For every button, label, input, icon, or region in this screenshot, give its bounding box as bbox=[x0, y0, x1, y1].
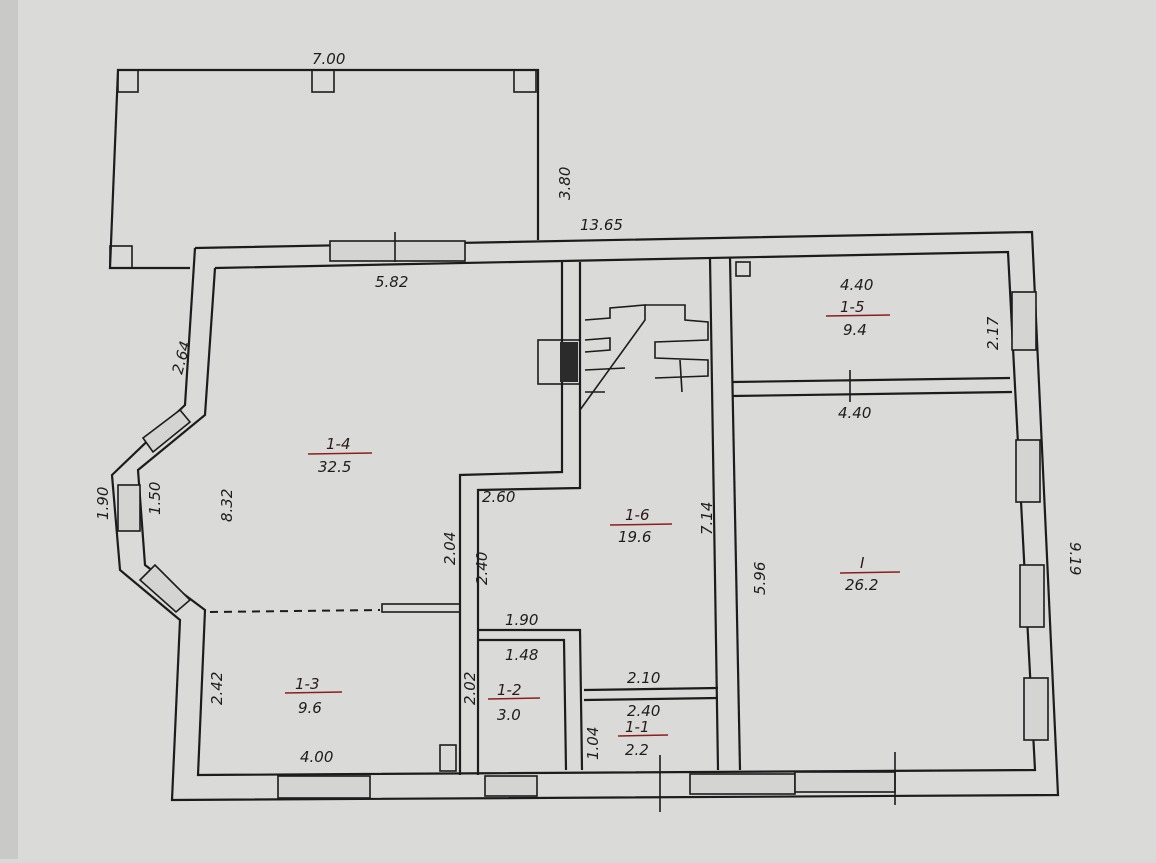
room-id-1-3: 1-3 bbox=[295, 675, 320, 693]
dim-hall-width: 1.90 bbox=[505, 611, 538, 629]
room-id-1-5: 1-5 bbox=[840, 298, 865, 316]
dim-bay-inner: 1.50 bbox=[146, 482, 164, 515]
dim-wc-inner: 2.40 bbox=[627, 702, 660, 720]
dim-wc-height: 1.04 bbox=[584, 727, 602, 760]
room-id-I: I bbox=[860, 554, 865, 572]
dim-bay-outer: 1.90 bbox=[94, 487, 112, 520]
room-id-1-4: 1-4 bbox=[326, 435, 351, 453]
dim-corridor: 2.40 bbox=[473, 552, 491, 585]
room-area-1-3: 9.6 bbox=[298, 699, 322, 717]
dim-porch-depth: 3.80 bbox=[556, 167, 574, 200]
dim-room15-width: 4.40 bbox=[840, 276, 873, 294]
dim-total-length: 13.65 bbox=[580, 216, 623, 234]
room-id-1-1: 1-1 bbox=[625, 718, 650, 736]
porch bbox=[108, 68, 540, 270]
dim-wall-mid: 2.04 bbox=[441, 532, 459, 565]
interior-walls bbox=[209, 257, 1013, 775]
room-id-1-6: 1-6 bbox=[625, 506, 650, 524]
room-area-1-5: 9.4 bbox=[843, 321, 867, 339]
dim-bath-inner: 1.48 bbox=[505, 646, 538, 664]
dim-porch-width: 7.00 bbox=[312, 50, 345, 68]
dim-right-total: 9.19 bbox=[1066, 542, 1084, 575]
dim-room15-bottom: 4.40 bbox=[838, 404, 871, 422]
room-area-1-1: 2.2 bbox=[625, 741, 649, 759]
dim-room13-left: 2.42 bbox=[208, 672, 226, 705]
dimension-ticks bbox=[394, 232, 896, 812]
dim-hall-height: 7.14 bbox=[698, 502, 716, 535]
dim-room14-top: 5.82 bbox=[375, 273, 408, 291]
room-id-1-2: 1-2 bbox=[497, 681, 522, 699]
paper-left-edge bbox=[0, 0, 18, 859]
dim-room14-height: 8.32 bbox=[218, 489, 236, 522]
dim-hall-top: 2.60 bbox=[482, 488, 515, 506]
dim-room13-bottom: 4.00 bbox=[300, 748, 333, 766]
room-area-I: 26.2 bbox=[845, 576, 878, 594]
outer-walls bbox=[110, 230, 1060, 802]
room-area-1-6: 19.6 bbox=[618, 528, 651, 546]
room-area-1-2: 3.0 bbox=[497, 706, 521, 724]
dim-room15-height: 2.17 bbox=[984, 316, 1002, 350]
dim-wc-width: 2.10 bbox=[627, 669, 660, 687]
room-labels: 1-4 32.5 1-3 9.6 1-2 3.0 1-1 2.2 1-6 19.… bbox=[284, 298, 901, 759]
room-area-1-4: 32.5 bbox=[318, 458, 351, 476]
dim-bath-height: 2.02 bbox=[461, 672, 479, 705]
dimension-labels: 7.00 3.80 13.65 5.82 2.64 1.90 1.50 8.32… bbox=[94, 50, 1084, 766]
dim-room1-height: 5.96 bbox=[751, 562, 769, 595]
